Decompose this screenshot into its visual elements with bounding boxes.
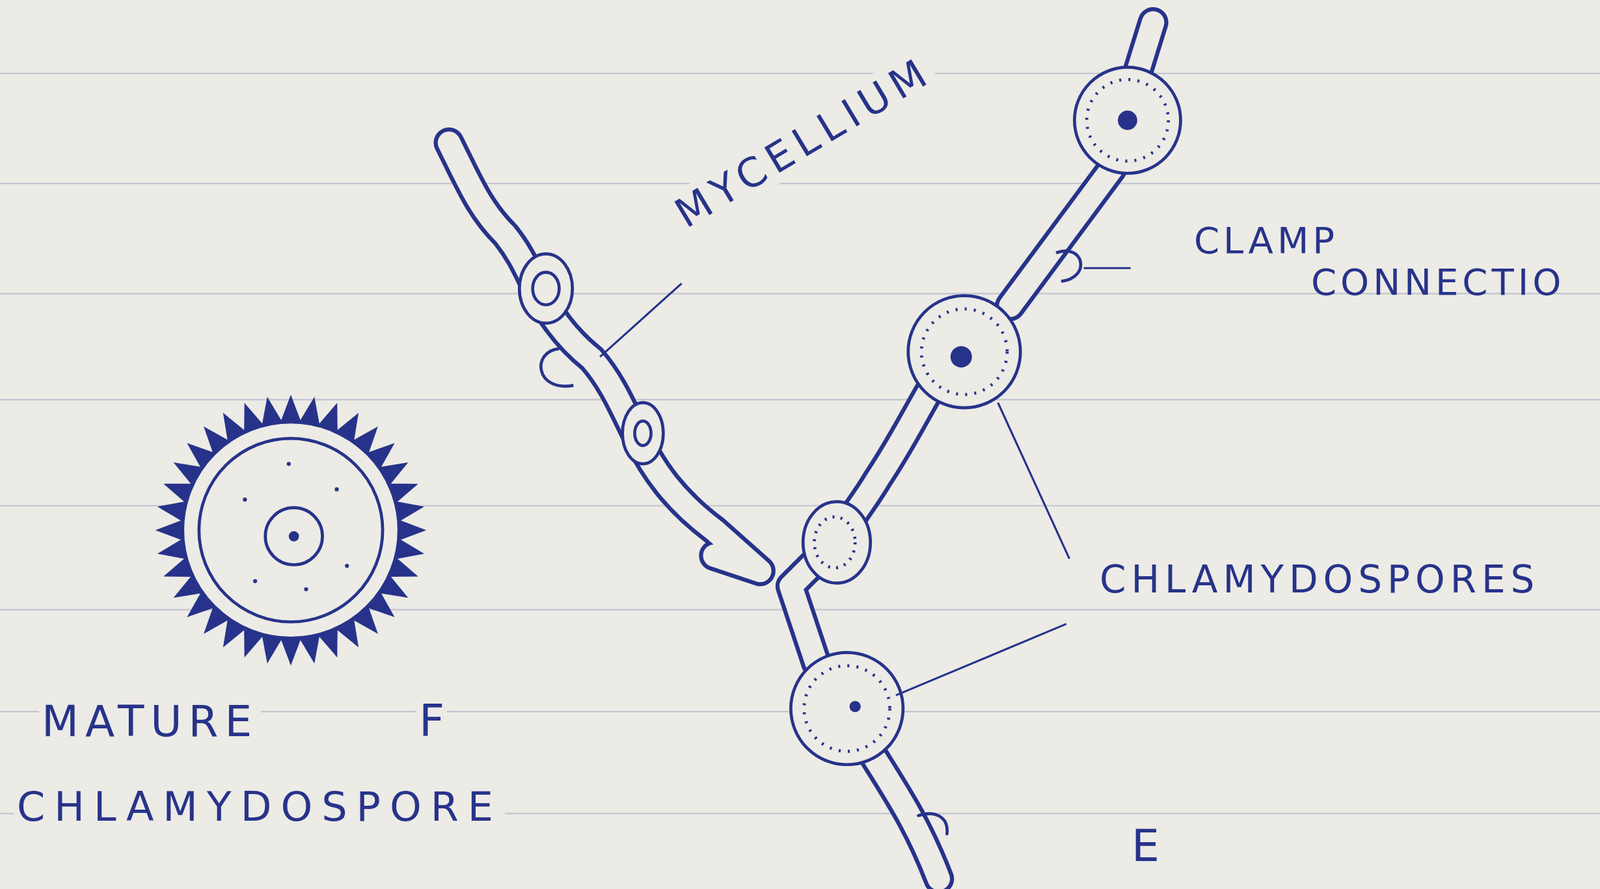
nucleolus xyxy=(288,531,300,543)
ruled-lines xyxy=(0,73,1600,814)
chlamydospore xyxy=(1074,67,1181,174)
part-label: CLAMP CONNECTIO xyxy=(1193,219,1585,304)
dot xyxy=(344,564,349,569)
part-label: CHLAMYDOSPORE xyxy=(14,784,505,831)
figure-letter: F xyxy=(416,696,448,747)
part-label: MATURE xyxy=(39,697,261,747)
hypha-lumen xyxy=(448,22,1153,880)
clamp-connection xyxy=(540,348,574,387)
dot xyxy=(242,497,247,502)
hyphae xyxy=(448,22,1153,880)
dot xyxy=(334,487,339,492)
nucleus xyxy=(1119,111,1136,129)
nucleus xyxy=(851,702,860,712)
leader-line xyxy=(1083,267,1131,270)
leader-line xyxy=(895,623,1067,696)
dot xyxy=(253,579,258,584)
chlamydospore xyxy=(802,501,871,584)
part-label: CHLAMYDOSPORES xyxy=(1097,558,1543,602)
dot xyxy=(303,587,308,592)
hypha-wall xyxy=(448,22,1153,880)
hyphal-cells xyxy=(519,253,664,464)
hyphal-cell xyxy=(519,253,573,324)
leader-line xyxy=(998,402,1070,559)
ruled-line xyxy=(0,182,1600,185)
figure-letter: E xyxy=(1128,821,1163,872)
mature-chlamydospore xyxy=(158,397,424,664)
leader-lines xyxy=(599,268,1131,696)
leader-line xyxy=(599,283,682,358)
part-label: MYCELLIUM xyxy=(664,46,943,239)
spore-inner-wall xyxy=(813,517,855,569)
spore-inner-wall xyxy=(804,666,891,753)
ruled-line xyxy=(0,72,1600,75)
hypha-branch xyxy=(918,813,947,835)
nucleus xyxy=(532,272,560,306)
cytoplasm-dots xyxy=(242,461,349,592)
chlamydospore xyxy=(790,652,904,765)
dot xyxy=(286,461,291,466)
chlamydospore xyxy=(908,296,1021,408)
spiny-wall xyxy=(158,397,424,664)
hyphal-cell xyxy=(622,402,664,464)
clamp-connection xyxy=(1056,251,1081,282)
spore-inner-wall xyxy=(1086,79,1168,161)
nucleus xyxy=(951,348,971,367)
spore-inner-wall xyxy=(921,309,1008,395)
nucleus xyxy=(265,508,323,566)
inner-wall xyxy=(199,438,383,623)
outer-wall xyxy=(182,422,399,639)
nucleus xyxy=(634,420,651,446)
chlamydospores xyxy=(790,67,1181,765)
ruled-line xyxy=(0,398,1600,401)
